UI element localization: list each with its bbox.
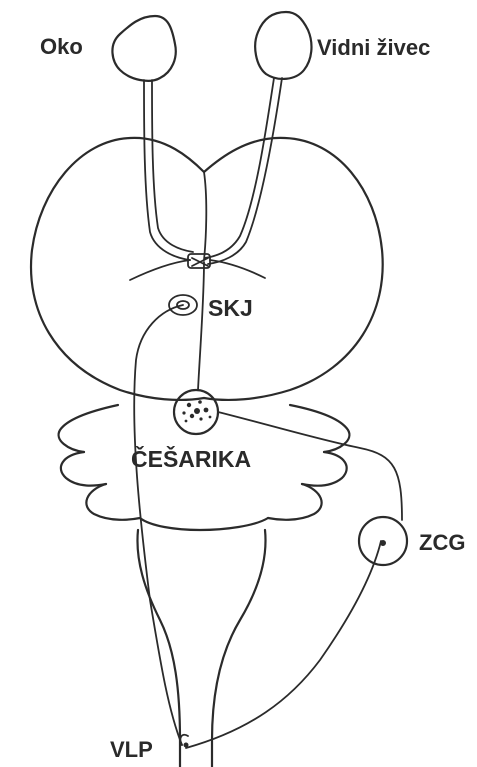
optic-nerve-right <box>205 78 282 264</box>
zcg-ganglion <box>186 517 407 748</box>
brainstem-outline <box>137 530 265 767</box>
label-optic-nerve: Vidni živec <box>317 35 430 60</box>
label-zcg: ZCG <box>419 530 465 555</box>
label-vlp: VLP <box>110 737 153 762</box>
optic-chiasm <box>130 254 265 280</box>
vlp-marker <box>180 735 188 748</box>
label-eye: Oko <box>40 34 83 59</box>
optic-nerve-left <box>144 80 193 260</box>
neural-pathway <box>134 262 204 745</box>
pineal-gland <box>174 390 218 434</box>
left-eye <box>112 16 175 81</box>
label-pineal: ČEŠARIKA <box>131 445 251 472</box>
label-skj: SKJ <box>208 295 253 321</box>
right-eye <box>255 12 311 79</box>
cerebrum-outline <box>31 138 383 400</box>
